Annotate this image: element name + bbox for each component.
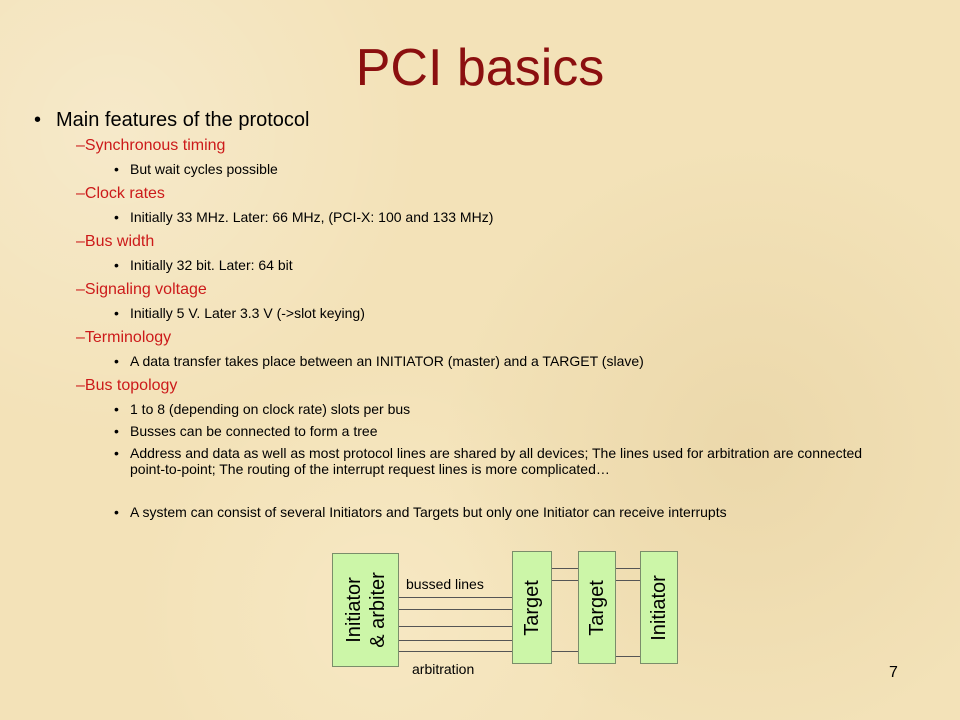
bullet-icon: • xyxy=(34,109,42,131)
bus-line xyxy=(552,651,578,652)
bullet-icon: • xyxy=(114,257,119,273)
slide-title: PCI basics xyxy=(355,39,605,97)
bus-line xyxy=(616,656,640,657)
page-number: 7 xyxy=(889,664,898,681)
bus-line xyxy=(616,580,640,581)
initiator-arbiter-box: Initiator & arbiter xyxy=(332,553,399,667)
bus-line xyxy=(398,609,512,610)
arbitration-label: arbitration xyxy=(412,661,475,677)
section-heading-synchronous: –Synchronous timing xyxy=(76,137,226,154)
bullet-icon: • xyxy=(114,423,119,439)
main-bullet-text: Main features of the protocol xyxy=(56,109,310,131)
section-heading-bus-width: –Bus width xyxy=(76,233,155,250)
bullet-icon: • xyxy=(114,161,119,177)
bullet-icon: • xyxy=(114,353,119,369)
initiator-label: Initiator xyxy=(648,574,670,641)
bus-line xyxy=(552,580,578,581)
bus-line xyxy=(398,597,512,598)
target-box-1: Target xyxy=(512,551,552,664)
initiator-arbiter-label: Initiator & arbiter xyxy=(342,572,389,648)
initiator-box: Initiator xyxy=(640,551,678,664)
bus-line xyxy=(552,568,578,569)
target-box-2: Target xyxy=(578,551,616,664)
bus-line xyxy=(616,568,640,569)
bus-line xyxy=(398,651,512,652)
bullet-icon: • xyxy=(114,504,119,520)
bullet-icon: • xyxy=(114,209,119,225)
bus-line xyxy=(398,640,512,641)
target-label: Target xyxy=(586,579,608,636)
section-heading-signaling-voltage: –Signaling voltage xyxy=(76,281,207,298)
bullet-icon: • xyxy=(114,305,119,321)
section-heading-terminology: –Terminology xyxy=(76,329,172,346)
bussed-lines-label: bussed lines xyxy=(406,576,484,592)
bullet-icon: • xyxy=(114,401,119,417)
bullet-icon: • xyxy=(114,445,119,461)
section-heading-clock-rates: –Clock rates xyxy=(76,185,165,202)
section-heading-bus-topology: –Bus topology xyxy=(76,377,178,394)
target-label: Target xyxy=(521,579,543,636)
bus-line xyxy=(398,626,512,627)
